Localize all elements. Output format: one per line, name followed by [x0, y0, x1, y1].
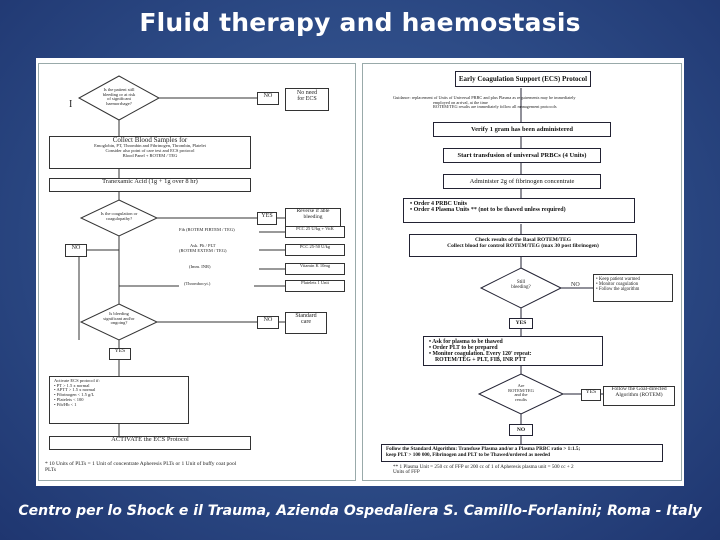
rule-fibtem: Fib (ROTEM FIBTEM / TEG): [179, 227, 235, 232]
tranexamic-acid-box: Tranexamic Acid (1g + 1g over 8 hr): [49, 178, 251, 192]
rule-extem: Ask. Plt / PLT(ROTEM EXTEM / TEG): [179, 243, 227, 253]
rule-extem-action: PCC 25-50 U/kg: [285, 244, 345, 256]
activate-criteria-box: Activate ECS protocol if: • PT > 1.5 x n…: [49, 376, 189, 424]
left-footnote: * 10 Units of PLTs = 1 Unit of concentra…: [45, 461, 237, 473]
yes-label-2: YES: [257, 212, 277, 225]
yes-label-right: YES: [509, 318, 533, 329]
yes-label-3: YES: [109, 348, 131, 360]
no-label-right-2: NO: [509, 424, 533, 436]
standard-algorithm-box: Follow the Standard Algorithm: Transfuse…: [381, 444, 663, 462]
rule-inr: (Imm. INR): [189, 264, 211, 269]
rule-inr-action: Vitamin K 10mg: [285, 263, 345, 275]
guidance-text: Guidance: replacement of Units of Univer…: [393, 95, 576, 109]
right-flowchart-connectors: [477, 88, 603, 444]
slide-title: Fluid therapy and haemostasis: [139, 8, 581, 37]
fibrinogen-box: Administer 2g of fibrinogen concentrate: [443, 174, 601, 189]
rule-hypo: (Thrombocyt.): [184, 281, 211, 286]
activate-ecs-box: ACTIVATE the ECS Protocol: [49, 436, 251, 450]
slide-footer: Centro per lo Shock e il Trauma, Azienda…: [18, 503, 702, 519]
start-transfusion-box: Start transfusion of universal PRBCs (4 …: [443, 148, 601, 163]
no-label-1: NO: [257, 92, 279, 105]
verify-box: Verify 1 gram has been administered: [433, 122, 611, 137]
ask-plasma-box: • Ask for plasma to be thawed • Order PL…: [423, 336, 603, 366]
no-label-2: NO: [65, 244, 87, 257]
no-label-3: NO: [257, 316, 279, 329]
right-flowchart-pane: Early Coagulation Support (ECS) Protocol…: [362, 63, 682, 481]
collect-samples-box: Collect Blood Samples for Emoglobin, PT,…: [49, 136, 251, 169]
rule-fibtem-action: PCC 25 U/kg + VitK: [285, 226, 345, 238]
rule-hypo-action: Platelets 1 Unit: [285, 280, 345, 292]
keep-warm-box: • Keep patient warmed • Monitor coagulat…: [593, 274, 673, 302]
no-label-right: NO: [571, 282, 580, 288]
yes-label-right-2: YES: [581, 389, 601, 401]
right-footnote: ** 1 Plasma Unit = 250 cc of FFP or 200 …: [393, 464, 574, 476]
order-box: • Order 4 PRBC Units • Order 4 Plasma Un…: [403, 198, 635, 223]
ecs-protocol-header: Early Coagulation Support (ECS) Protocol: [455, 71, 591, 87]
left-pane-marker: I: [69, 99, 73, 110]
